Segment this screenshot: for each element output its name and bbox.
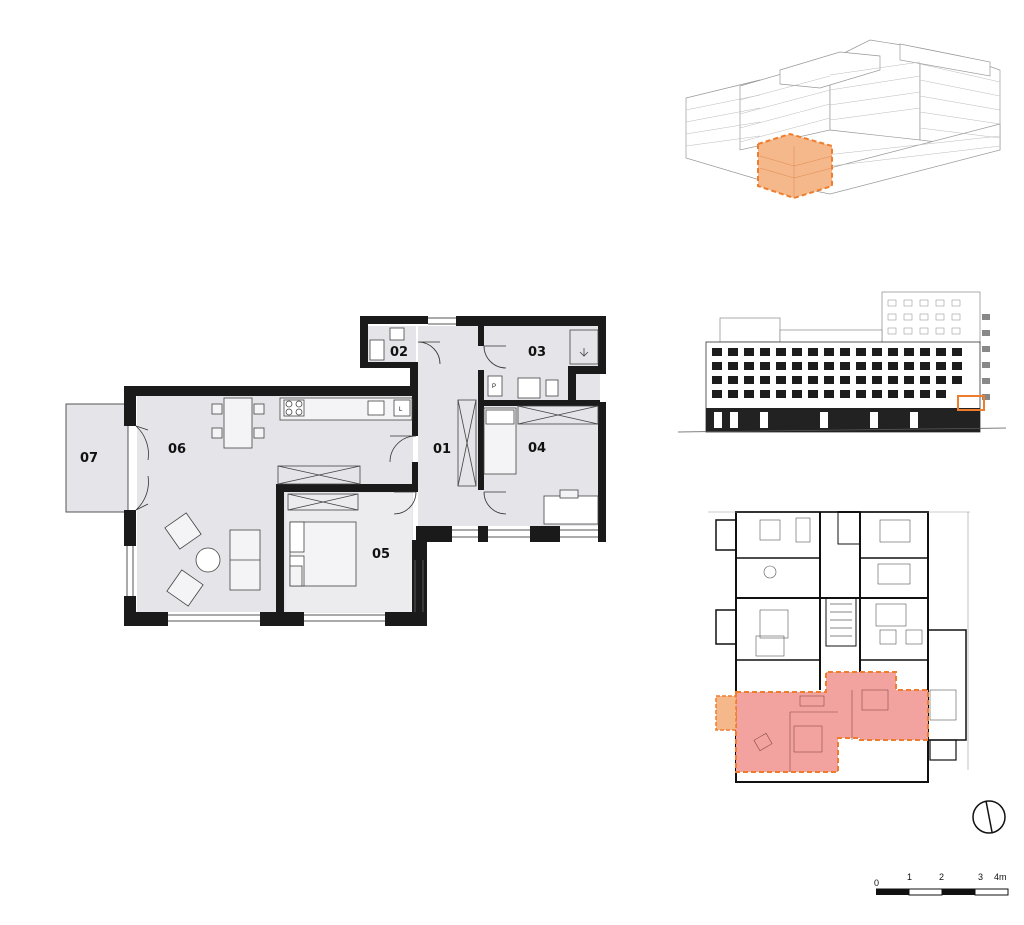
room-06-label: 06 xyxy=(168,442,186,457)
scale-bar: 0 1 2 3 4m xyxy=(874,872,1009,896)
windows xyxy=(126,317,598,622)
scale-tick-1: 1 xyxy=(907,872,912,882)
key-plan xyxy=(708,511,970,783)
arrow-down-icon xyxy=(579,348,589,357)
building-axonometric xyxy=(685,39,1001,200)
balcony-outline xyxy=(65,403,129,513)
room-01-label: 01 xyxy=(433,442,451,457)
doors xyxy=(135,341,507,515)
north-arrow-icon xyxy=(972,800,1006,834)
furniture xyxy=(164,327,599,607)
scale-tick-2: 2 xyxy=(939,872,944,882)
room-07-area xyxy=(66,404,128,512)
highlighted-unit-elevation xyxy=(957,395,985,411)
room-07-label: 07 xyxy=(80,451,98,466)
scale-tick-3: 3 xyxy=(978,872,983,882)
fixture-p-label: P xyxy=(492,384,496,390)
scale-tick-4m: 4m xyxy=(994,872,1007,882)
highlighted-unit-keyplan xyxy=(735,671,929,773)
room-04-label: 04 xyxy=(528,441,546,456)
building-elevation xyxy=(677,291,1007,433)
room-05-label: 05 xyxy=(372,547,390,562)
highlighted-balcony-keyplan xyxy=(715,695,737,731)
room-01-area xyxy=(418,326,482,526)
fixture-l-label: L xyxy=(399,407,403,413)
highlighted-unit-axonometric xyxy=(757,132,833,200)
room-03-label: 03 xyxy=(528,345,546,360)
elevation-windows xyxy=(712,348,962,398)
floor-plan: P L 01 02 03 04 05 06 07 xyxy=(65,316,606,626)
room-02-label: 02 xyxy=(390,345,408,360)
scale-tick-0: 0 xyxy=(874,878,879,888)
